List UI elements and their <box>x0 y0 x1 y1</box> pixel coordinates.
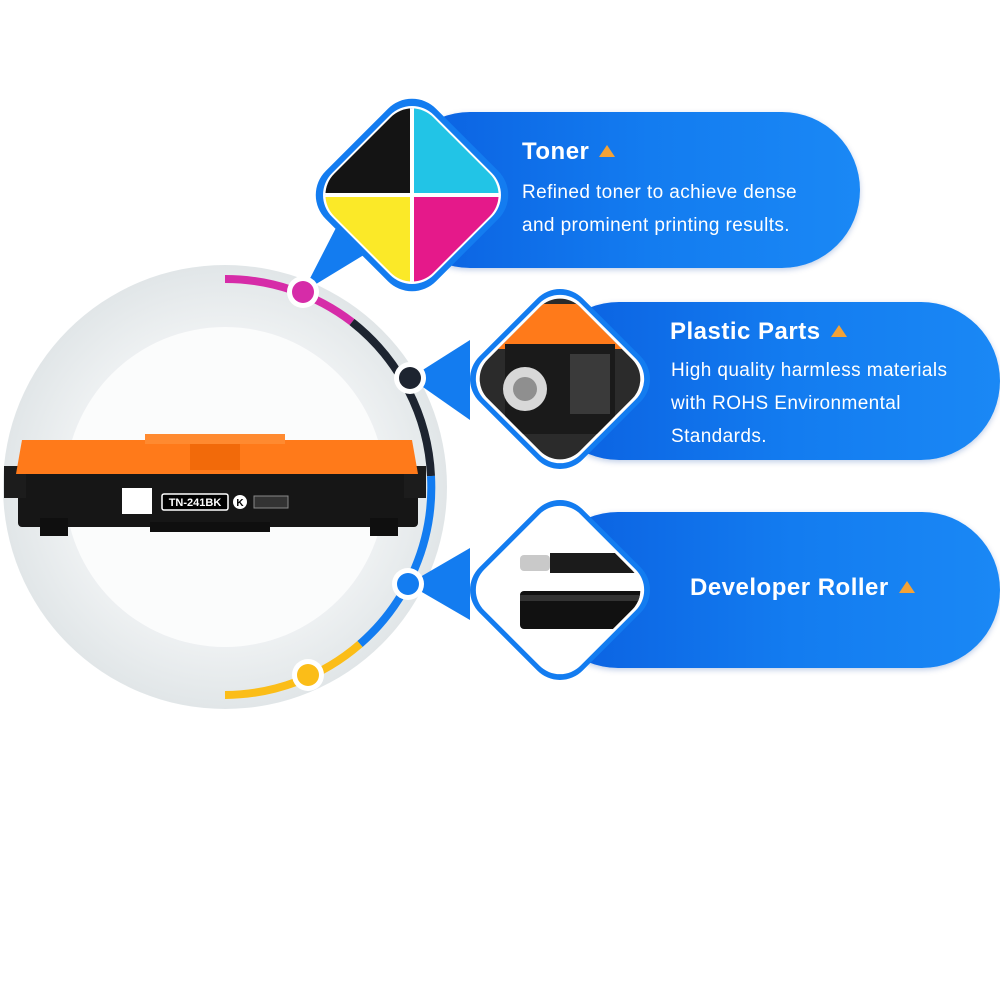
feature-title-toner: Toner <box>522 138 616 166</box>
toner-cartridge: TN-241BK K <box>4 434 426 536</box>
triangle-marker-icon <box>898 580 915 593</box>
feature-title-roller: Developer Roller <box>690 574 915 602</box>
triangle-marker-icon <box>830 324 847 337</box>
cartridge-label-box <box>161 493 229 511</box>
diamond-plastic-parts <box>468 287 652 471</box>
feature-title-plastic: Plastic Parts <box>670 318 847 346</box>
marker-magenta <box>287 276 319 308</box>
marker-yellow <box>292 659 324 691</box>
marker-dark <box>394 362 426 394</box>
cartridge-color-code: K <box>236 498 244 509</box>
cartridge-label: TN-241BK <box>169 497 222 509</box>
feature-desc-plastic: High quality harmless materials with ROH… <box>671 360 948 447</box>
marker-blue <box>392 568 424 600</box>
diamond-toner <box>313 96 511 294</box>
diamond-developer-roller <box>468 498 652 682</box>
connector-plastic <box>410 340 470 420</box>
feature-card-plastic: Plastic Parts High quality harmless mate… <box>540 302 1000 460</box>
arc-blue <box>357 475 436 648</box>
feature-desc-toner: Refined toner to achieve dense and promi… <box>522 182 798 236</box>
connector-roller <box>408 548 470 620</box>
triangle-marker-icon <box>599 144 616 157</box>
